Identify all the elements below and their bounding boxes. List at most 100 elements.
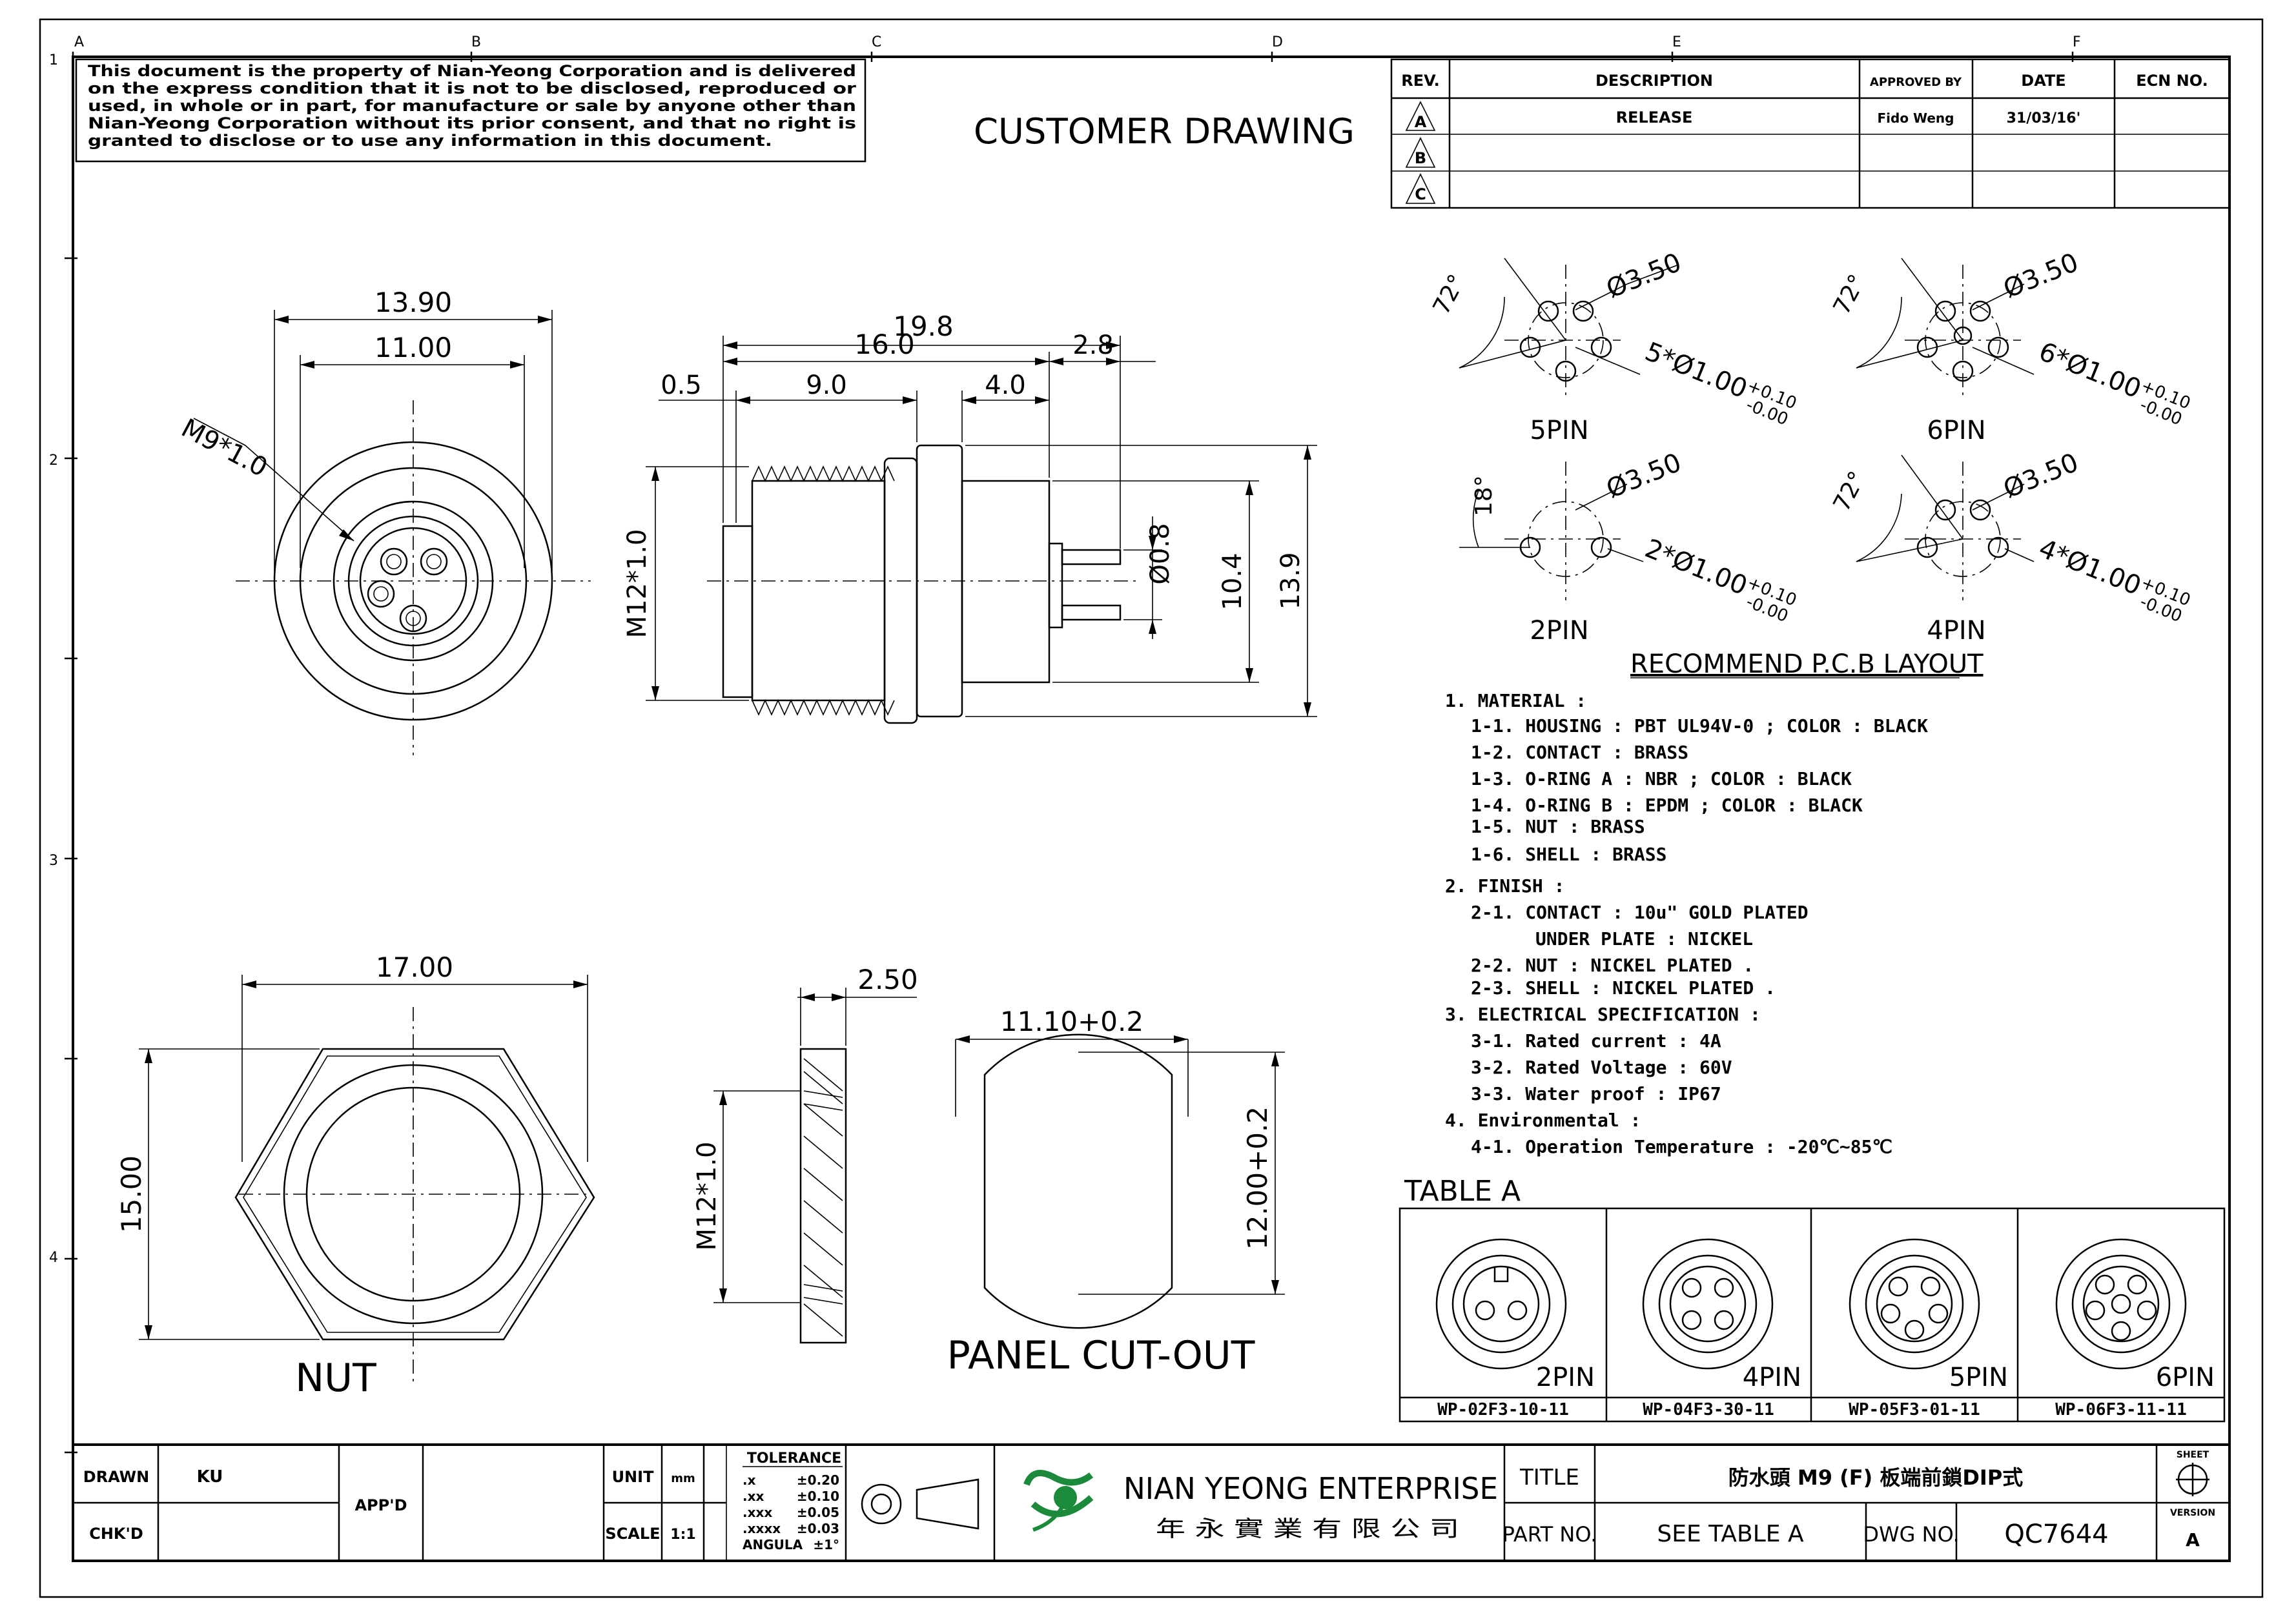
tb-tolerance-label: TOLERANCE bbox=[747, 1450, 841, 1467]
tb-tol-key-0: .x bbox=[743, 1472, 756, 1488]
side-dim-flange: 0.5 bbox=[661, 371, 702, 400]
side-view: 19.8 16.0 2.8 0.5 9.0 4.0 M12*1.0 Ø0.8 bbox=[622, 310, 1317, 724]
cutout-dim-height: 12.00+0.2 bbox=[1242, 1106, 1273, 1250]
tb-unit-label: UNIT bbox=[612, 1468, 655, 1486]
table-a-4pin-label: 4PIN bbox=[1743, 1363, 1801, 1392]
tb-tol-key-2: .xxx bbox=[743, 1505, 772, 1520]
zone-row-3: 3 bbox=[49, 853, 58, 869]
table-a-title: TABLE A bbox=[1404, 1175, 1521, 1208]
notice-line-4: Nian-Yeong Corporation without its prior… bbox=[88, 114, 856, 132]
pcb5-name: 5PIN bbox=[1530, 416, 1588, 445]
rev-b-mark: B bbox=[1415, 149, 1426, 167]
outer-border bbox=[39, 18, 2264, 1598]
tb-drawn-label: DRAWN bbox=[83, 1468, 149, 1486]
rev-header-ecn: ECN NO. bbox=[2136, 72, 2208, 90]
tb-unit-value: mm bbox=[671, 1472, 695, 1485]
tb-tol-val-0: ±0.20 bbox=[797, 1472, 839, 1488]
tb-tol-val-3: ±0.03 bbox=[797, 1521, 839, 1536]
tb-partno-value: SEE TABLE A bbox=[1657, 1521, 1804, 1547]
spec-line-12: 3. ELECTRICAL SPECIFICATION : bbox=[1445, 1004, 1761, 1025]
pcb2-angle: 18° bbox=[1471, 475, 1497, 516]
table-a-6pin-part: WP-06F3-11-11 bbox=[2055, 1400, 2187, 1419]
zone-row-1: 1 bbox=[49, 52, 58, 68]
tb-tol-val-1: ±0.10 bbox=[797, 1489, 839, 1504]
tb-scale-value: 1:1 bbox=[670, 1527, 695, 1543]
spec-line-16: 4. Environmental : bbox=[1445, 1110, 1641, 1131]
tb-tol-key-1: .xx bbox=[743, 1489, 764, 1504]
side-dim-pin-dia: Ø0.8 bbox=[1145, 523, 1175, 584]
side-dim-thread: 9.0 bbox=[806, 371, 847, 400]
zone-col-c: C bbox=[872, 34, 881, 50]
table-a-5pin-part: WP-05F3-01-11 bbox=[1849, 1400, 1980, 1419]
side-dim-flange-dia: 13.9 bbox=[1276, 552, 1306, 609]
company-logo-icon bbox=[1023, 1470, 1094, 1532]
company-name-en: NIAN YEONG ENTERPRISE bbox=[1123, 1471, 1498, 1506]
tb-tol-key-3: .xxxx bbox=[743, 1521, 781, 1536]
zone-row-2: 2 bbox=[49, 453, 58, 469]
table-a-2pin-part: WP-02F3-10-11 bbox=[1437, 1400, 1569, 1419]
table-a: TABLE A 2PIN bbox=[1399, 1175, 2226, 1423]
rev-header-description: DESCRIPTION bbox=[1595, 72, 1713, 90]
front-view: 13.90 11.00 M9*1.0 bbox=[176, 287, 591, 755]
spec-line-13: 3-1. Rated current : 4A bbox=[1471, 1030, 1721, 1052]
nut-dim-width: 17.00 bbox=[376, 951, 453, 983]
nut-side-view: 2.50 M12*1.0 bbox=[692, 964, 918, 1344]
tb-tol-val-4: ±1° bbox=[813, 1537, 839, 1552]
spec-line-1: 1-1. HOUSING : PBT UL94V-0 ; COLOR : BLA… bbox=[1471, 715, 1928, 737]
sheet-target-icon bbox=[2176, 1463, 2209, 1496]
tb-tol-key-4: ANGULA bbox=[743, 1537, 803, 1552]
rev-header-rev: REV. bbox=[1401, 72, 1439, 90]
tb-title-value: 防水頭 M9 (F) 板端前鎖DIP式 bbox=[1728, 1465, 2024, 1490]
pcb-layout-6pin: 72° Ø3.50 6*Ø1.00+0.10-0.00 6PIN bbox=[1829, 247, 2193, 445]
table-a-5pin-label: 5PIN bbox=[1949, 1363, 2008, 1392]
spec-line-17: 4-1. Operation Temperature : -20℃~85℃ bbox=[1471, 1136, 1892, 1157]
table-a-4pin-part: WP-04F3-30-11 bbox=[1643, 1400, 1774, 1419]
pcb-layout-5pin: 72° Ø3.50 5*Ø1.00+0.10-0.00 5PIN bbox=[1428, 247, 1799, 445]
nut-dim-height: 15.00 bbox=[116, 1155, 147, 1233]
rev-c-mark: C bbox=[1415, 185, 1426, 203]
table-a-6pin-label: 6PIN bbox=[2156, 1363, 2215, 1392]
spec-line-0: 1. MATERIAL : bbox=[1445, 690, 1586, 711]
zone-col-d: D bbox=[1272, 34, 1283, 50]
rev-a-description: RELEASE bbox=[1616, 108, 1693, 127]
tb-chkd-label: CHK'D bbox=[89, 1525, 143, 1543]
notice-line-2: on the express condition that it is not … bbox=[88, 79, 856, 97]
cutout-label: PANEL CUT-OUT bbox=[947, 1333, 1255, 1378]
spec-line-10: 2-2. NUT : NICKEL PLATED . bbox=[1471, 955, 1754, 976]
pcb6-holes: 6*Ø1.00+0.10-0.00 bbox=[2032, 336, 2193, 431]
side-dim-total: 19.8 bbox=[893, 310, 954, 342]
front-thread-label: M9*1.0 bbox=[176, 413, 272, 483]
pcb5-holes: 5*Ø1.00+0.10-0.00 bbox=[1638, 336, 1799, 431]
spec-line-15: 3-3. Water proof : IP67 bbox=[1471, 1083, 1721, 1104]
notice-line-1: This document is the property of Nian-Ye… bbox=[88, 62, 856, 80]
rev-header-date: DATE bbox=[2021, 72, 2065, 90]
table-a-5pin-face bbox=[1849, 1238, 1980, 1370]
pcb2-circle: Ø3.50 bbox=[1603, 447, 1686, 504]
table-a-6pin-face bbox=[2055, 1238, 2187, 1370]
spec-line-8: 2-1. CONTACT : 10u" GOLD PLATED bbox=[1471, 902, 1809, 923]
pcb-layout-2pin: 18° Ø3.50 2*Ø1.00+0.10-0.00 2PIN bbox=[1459, 447, 1799, 646]
side-dim-body: 16.0 bbox=[854, 329, 915, 360]
table-a-2pin-face bbox=[1435, 1238, 1567, 1370]
pcb6-angle: 72° bbox=[1829, 270, 1871, 320]
zone-columns: A B C D E F bbox=[72, 34, 2081, 62]
company-name-zh: 年 永 實 業 有 限 公 司 bbox=[1156, 1516, 1459, 1542]
cutout-dim-width: 11.10+0.2 bbox=[1000, 1006, 1143, 1037]
rev-a-date: 31/03/16' bbox=[2007, 110, 2081, 127]
tb-title-label: TITLE bbox=[1519, 1465, 1579, 1490]
nut-label: NUT bbox=[295, 1356, 376, 1401]
table-a-2pin-label: 2PIN bbox=[1536, 1363, 1595, 1392]
tb-sheet-label: SHEET bbox=[2177, 1450, 2209, 1460]
projection-symbol-icon bbox=[861, 1478, 979, 1530]
zone-col-f: F bbox=[2073, 34, 2081, 50]
spec-line-14: 3-2. Rated Voltage : 60V bbox=[1471, 1057, 1732, 1078]
pcb-layout-4pin: 72° Ø3.50 4*Ø1.00+0.10-0.00 4PIN bbox=[1829, 447, 2193, 646]
zone-rows: 1 2 3 4 bbox=[49, 52, 77, 1454]
nut-dim-thickness: 2.50 bbox=[857, 964, 918, 995]
front-dim-inner: 11.00 bbox=[374, 332, 452, 363]
pcb4-name: 4PIN bbox=[1927, 616, 1985, 646]
pcb5-angle: 72° bbox=[1428, 270, 1471, 320]
tb-drawn-value: KU bbox=[197, 1467, 223, 1487]
spec-line-6: 1-6. SHELL : BRASS bbox=[1471, 844, 1666, 865]
spec-line-3: 1-3. O-RING A : NBR ; COLOR : BLACK bbox=[1471, 768, 1852, 789]
